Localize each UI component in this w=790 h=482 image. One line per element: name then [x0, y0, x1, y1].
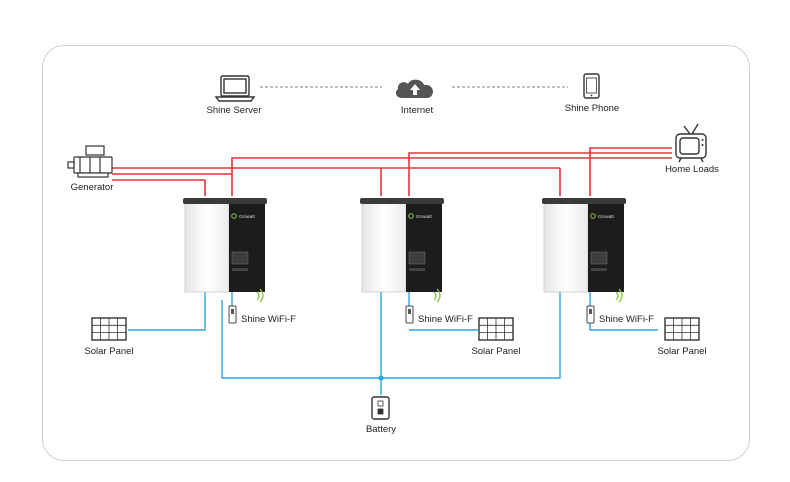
- wifi-dongle-3-icon: [586, 288, 623, 324]
- wifi-dongle-1-icon: [228, 288, 264, 324]
- inverter-3: [542, 198, 626, 293]
- shine-wifi-label-2: Shine WiFi-F: [418, 314, 473, 325]
- inverter-2-brand: Growatt: [416, 214, 433, 219]
- solar-panel-label-2: Solar Panel: [471, 346, 521, 357]
- generator-label: Generator: [70, 182, 114, 193]
- inverter-2: [360, 198, 444, 293]
- laptop-icon: [214, 75, 256, 102]
- solar-panel-3-icon: [664, 317, 700, 341]
- cloud-icon: [395, 79, 434, 98]
- shine-wifi-label-1: Shine WiFi-F: [241, 314, 296, 325]
- phone-icon: [583, 73, 600, 99]
- dc-wiring: [128, 292, 658, 395]
- shine-wifi-label-3: Shine WiFi-F: [599, 314, 654, 325]
- shine-phone-label: Shine Phone: [564, 103, 620, 114]
- home-loads-label: Home Loads: [665, 164, 719, 175]
- wifi-dongle-2-icon: [405, 288, 441, 324]
- shine-server-label: Shine Server: [206, 105, 262, 116]
- inverter-3-brand: Growatt: [598, 214, 615, 219]
- tv-icon: [675, 123, 707, 163]
- solar-panel-label-1: Solar Panel: [84, 346, 134, 357]
- battery-icon: [371, 396, 390, 420]
- internet-label: Internet: [400, 105, 434, 116]
- solar-panel-label-3: Solar Panel: [657, 346, 707, 357]
- ac-wiring: [112, 147, 672, 196]
- solar-panel-2-icon: [478, 317, 514, 341]
- inverter-1-brand: Growatt: [239, 214, 256, 219]
- battery-junction: [378, 375, 384, 381]
- inverter-1: [183, 198, 267, 293]
- solar-panel-1-icon: [91, 317, 127, 341]
- generator-icon: [67, 145, 113, 178]
- battery-label: Battery: [365, 424, 397, 435]
